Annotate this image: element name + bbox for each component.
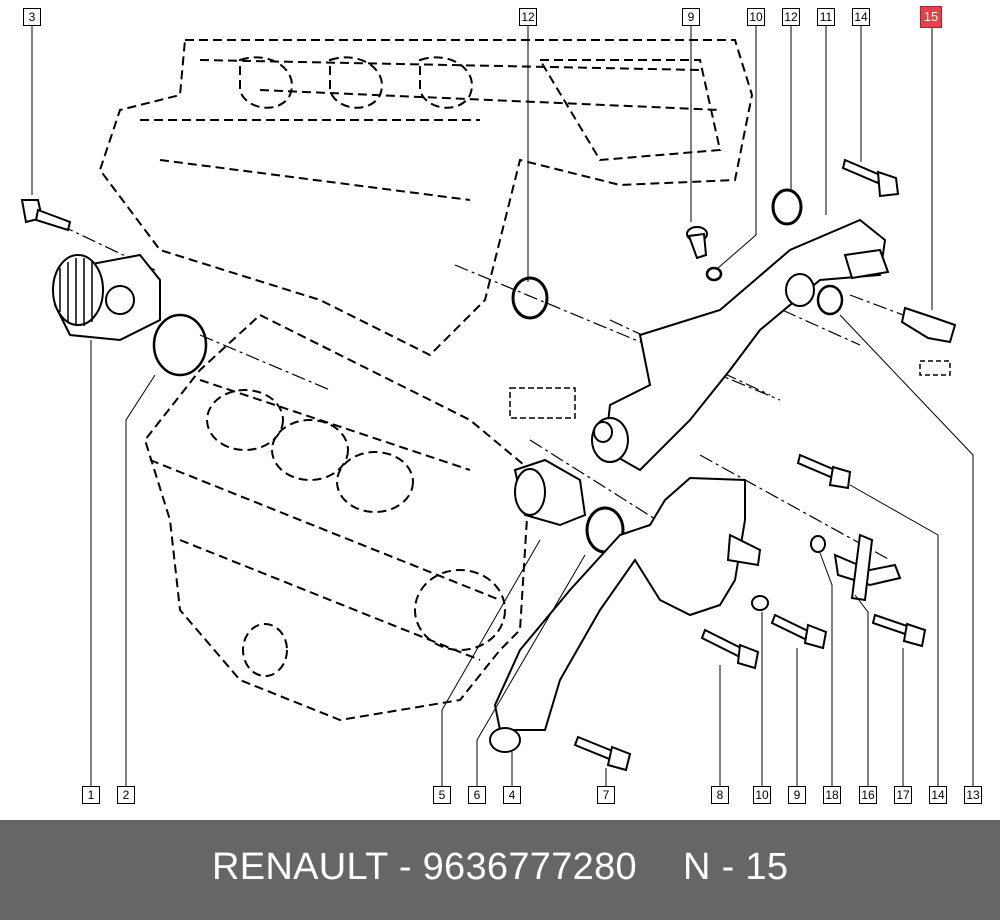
engine-cooling-parts-diagram <box>20 26 974 786</box>
callout-13[interactable]: 13 <box>964 786 982 804</box>
callout-12-top-right[interactable]: 12 <box>782 8 800 26</box>
bolt-upper <box>841 158 900 198</box>
housing-bolts <box>573 453 927 772</box>
callout-16[interactable]: 16 <box>859 786 877 804</box>
part-number-label: RENAULT - 9636777280 <box>212 846 637 888</box>
callout-2[interactable]: 2 <box>117 786 135 804</box>
diagram-position-label: N - 15 <box>683 846 789 888</box>
callout-10-bottom[interactable]: 10 <box>753 786 771 804</box>
engine-cylinder-head-outline <box>98 39 754 357</box>
lower-coolant-housing <box>489 476 762 753</box>
bolt-short <box>686 226 708 260</box>
o-ring-outlet <box>816 284 844 316</box>
callout-9-bottom[interactable]: 9 <box>788 786 806 804</box>
thermostat-location-box <box>509 387 576 419</box>
engine-block-outline <box>143 313 532 722</box>
callout-10-top[interactable]: 10 <box>747 8 765 26</box>
callout-1[interactable]: 1 <box>82 786 100 804</box>
callout-leaders <box>31 26 974 786</box>
o-ring-top <box>771 188 803 226</box>
callout-18[interactable]: 18 <box>823 786 841 804</box>
thermostat <box>513 458 587 527</box>
pump-bolt <box>20 199 72 232</box>
callout-12-top-left[interactable]: 12 <box>519 8 537 26</box>
pump-o-ring <box>152 313 208 377</box>
upper-coolant-outlet-pipe <box>591 218 890 472</box>
callout-8[interactable]: 8 <box>711 786 729 804</box>
callout-14-top[interactable]: 14 <box>852 8 870 26</box>
temperature-sensor <box>900 306 957 344</box>
callout-5[interactable]: 5 <box>433 786 451 804</box>
o-ring-mid <box>511 276 549 320</box>
callout-11-top[interactable]: 11 <box>817 8 835 26</box>
callout-14-bottom[interactable]: 14 <box>929 786 947 804</box>
small-washer-b <box>751 595 769 611</box>
water-pump <box>52 253 161 342</box>
callout-9-top[interactable]: 9 <box>682 8 700 26</box>
callout-4[interactable]: 4 <box>503 786 521 804</box>
bleed-screw <box>833 533 902 602</box>
part-reference-footer: RENAULT - 9636777280 N - 15 <box>0 820 1000 920</box>
callout-17[interactable]: 17 <box>894 786 912 804</box>
small-washer-a <box>810 535 826 553</box>
washer <box>705 266 723 282</box>
sensor-location-box <box>919 360 951 376</box>
callout-15-highlighted[interactable]: 15 <box>920 6 942 28</box>
callout-3-top[interactable]: 3 <box>23 8 41 26</box>
callout-7[interactable]: 7 <box>597 786 615 804</box>
callout-6[interactable]: 6 <box>468 786 486 804</box>
